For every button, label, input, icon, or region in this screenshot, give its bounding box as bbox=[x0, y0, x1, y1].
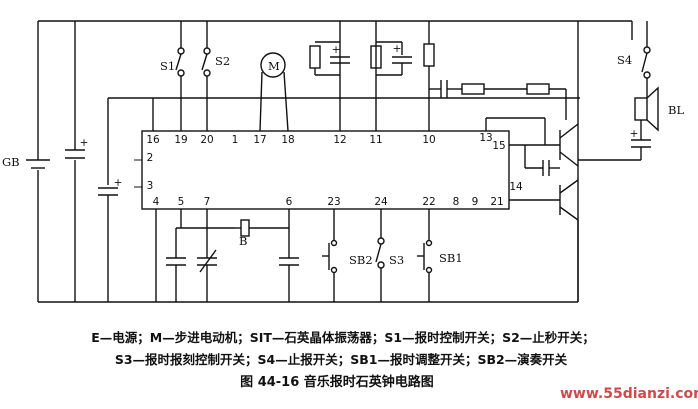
stepper-motor: M bbox=[259, 52, 289, 132]
ic-chip bbox=[141, 130, 510, 210]
pin-label: 23 bbox=[327, 196, 340, 208]
pin10-network bbox=[423, 21, 566, 131]
caption-line-1: E—电源；M—步进电动机；SIT—石英晶体振荡器；S1—报时控制开关；S2—止秒… bbox=[91, 330, 595, 345]
speaker-bl: + S4 BL bbox=[578, 20, 684, 161]
ic-top-pins: 16 19 20 1 17 18 12 11 10 13 15 2 3 14 bbox=[146, 132, 523, 193]
capacitor-supply: + bbox=[65, 137, 89, 159]
pin-label: 9 bbox=[472, 196, 479, 208]
label-sb2: SB2 bbox=[349, 253, 373, 267]
watermark-text: www.55dianzi.com bbox=[560, 386, 698, 402]
pin-label: 10 bbox=[422, 134, 435, 146]
pin11-network: + bbox=[370, 21, 412, 131]
pin-label: 21 bbox=[490, 196, 503, 208]
label-gb: GB bbox=[2, 155, 20, 169]
label-s1: S1 bbox=[160, 59, 175, 73]
caption-line-2: S3—报时报刻控制开关；S4—止报开关；SB1—报时调整开关；SB2—演奏开关 bbox=[114, 352, 568, 367]
pin-label: 3 bbox=[147, 180, 154, 192]
pin-label: 8 bbox=[453, 196, 460, 208]
switch-sb2: SB2 bbox=[322, 209, 373, 302]
pin-label: 22 bbox=[422, 196, 435, 208]
pin-label: 12 bbox=[333, 134, 346, 146]
pin16-bus: + bbox=[98, 97, 580, 302]
figure-title: 图 44-16 音乐报时石英钟电路图 bbox=[240, 375, 434, 390]
switch-s2: S2 bbox=[201, 21, 230, 131]
outer-wires bbox=[37, 20, 579, 303]
label-sb1: SB1 bbox=[439, 251, 463, 265]
pin-label: 1 bbox=[232, 134, 239, 146]
pin-label: 17 bbox=[253, 134, 266, 146]
pin-label: 16 bbox=[146, 134, 160, 146]
label-b: B bbox=[239, 234, 247, 248]
label-bl: BL bbox=[668, 103, 684, 117]
label-s4: S4 bbox=[617, 53, 632, 67]
pin-label: + bbox=[80, 137, 89, 149]
label-s2: S2 bbox=[215, 54, 230, 68]
switch-sb1: SB1 bbox=[417, 209, 463, 302]
pin12-network: + bbox=[309, 21, 350, 131]
switch-s1: S1 bbox=[160, 21, 185, 131]
battery-gb: GB bbox=[2, 155, 50, 169]
pin-label: 20 bbox=[200, 134, 213, 146]
pin-label: 14 bbox=[509, 181, 523, 193]
pin-label: 13 bbox=[479, 132, 492, 144]
switch-s3: S3 bbox=[375, 209, 404, 302]
pin-label: 18 bbox=[281, 134, 294, 146]
label-m: M bbox=[268, 59, 280, 73]
label-s3: S3 bbox=[389, 253, 404, 267]
pin-label: 2 bbox=[147, 152, 154, 164]
pin-label: 19 bbox=[174, 134, 187, 146]
oscillator-section: B bbox=[155, 209, 299, 302]
pin-label: 24 bbox=[374, 196, 388, 208]
ic-bottom-pins: 4 5 7 6 23 24 22 8 9 21 bbox=[153, 196, 504, 208]
pin-label: 7 bbox=[204, 196, 211, 208]
pin-label: + bbox=[393, 43, 402, 55]
pin-label: 5 bbox=[178, 196, 185, 208]
pin-label: 6 bbox=[286, 196, 293, 208]
pin-label: 4 bbox=[153, 196, 160, 208]
output-transistors bbox=[485, 89, 579, 221]
pin-label: 11 bbox=[369, 134, 382, 146]
pin-label: + bbox=[114, 177, 123, 189]
pin-label: + bbox=[332, 44, 341, 56]
pin-label: + bbox=[630, 128, 639, 140]
pin-label: 15 bbox=[492, 140, 505, 152]
